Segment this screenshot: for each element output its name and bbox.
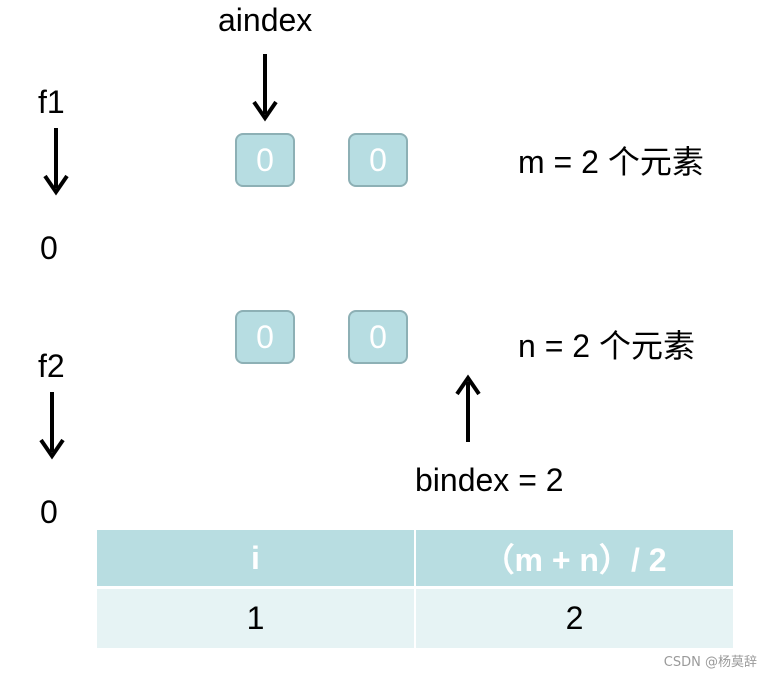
f2-value: 0 [40,494,58,530]
n-description: n = 2 个元素 [518,328,695,364]
table-header-mid: （m + n）/ 2 [416,530,733,586]
result-table: i （m + n）/ 2 1 2 [97,530,733,648]
table-header-i: i [97,530,414,586]
table-row: 1 2 [97,589,733,648]
watermark: CSDN @杨莫辞 [663,655,757,670]
aindex-label: aindex [218,2,313,38]
m-description: m = 2 个元素 [518,144,704,180]
f1-value: 0 [40,230,58,266]
aindex-down-arrow-icon [252,54,278,122]
bindex-label: bindex = 2 [415,462,564,498]
f1-down-arrow-icon [43,128,69,196]
table-cell-mid: 2 [416,589,733,648]
f2-label: f2 [38,348,65,384]
array-b-cell-0: 0 [235,310,295,364]
array-a-cell-1: 0 [348,133,408,187]
bindex-up-arrow-icon [455,374,481,442]
array-a-cell-0: 0 [235,133,295,187]
f1-label: f1 [38,84,65,120]
array-b-cell-1: 0 [348,310,408,364]
f2-down-arrow-icon [39,392,65,460]
table-cell-i: 1 [97,589,414,648]
table-header-row: i （m + n）/ 2 [97,530,733,586]
